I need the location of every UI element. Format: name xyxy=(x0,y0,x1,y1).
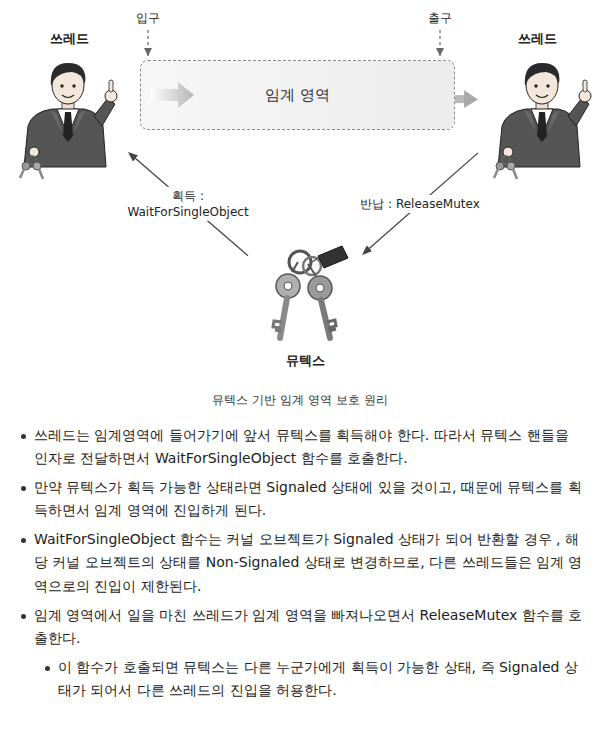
thread-person xyxy=(20,63,117,179)
edge-label: 반납 : ReleaseMutex xyxy=(356,195,484,213)
thread-figure: 쓰레드 xyxy=(478,30,596,172)
bullet-item: WaitForSingleObject 함수는 커널 오브젝트가 Signale… xyxy=(18,528,586,597)
node-label: 쓰레드 xyxy=(518,30,557,48)
bullet-item: 만약 뮤텍스가 획득 가능한 상태라면 Signaled 상태에 있을 것이고,… xyxy=(18,476,586,522)
bullet-list: 쓰레드는 임계영역에 들어가기에 앞서 뮤텍스를 획득해야 한다. 따라서 뮤텍… xyxy=(18,424,586,708)
exit-marker xyxy=(440,30,441,56)
node-label: 임계 영역 xyxy=(265,86,330,105)
bullet-item: 쓰레드는 임계영역에 들어가기에 앞서 뮤텍스를 획득해야 한다. 따라서 뮤텍… xyxy=(18,424,586,470)
flow-arrow xyxy=(455,95,464,103)
thread-person xyxy=(494,63,591,179)
bullet-text: 쓰레드는 임계영역에 들어가기에 앞서 뮤텍스를 획득해야 한다. 따라서 뮤텍… xyxy=(34,424,586,470)
bullet-dot xyxy=(21,614,26,619)
exit-label: 출구 xyxy=(428,10,452,27)
critical-section-band: 임계 영역 xyxy=(140,60,455,130)
figure-caption: 뮤텍스 기반 임계 영역 보호 원리 xyxy=(0,392,600,409)
entrance-label: 입구 xyxy=(136,10,160,27)
edge-label: 획득 : WaitForSingleObject xyxy=(109,187,267,221)
bullet-dot xyxy=(21,538,26,543)
node-label: 뮤텍스 xyxy=(286,352,325,372)
thread-figure: 쓰레드 xyxy=(10,30,128,172)
entrance-marker xyxy=(148,30,149,56)
bullet-item: 임계 영역에서 일을 마친 쓰레드가 임계 영역을 빠져나오면서 Release… xyxy=(18,604,586,650)
mutex-keys: 뮤텍스 xyxy=(248,238,362,372)
bullet-dot xyxy=(21,486,26,491)
node-label: 쓰레드 xyxy=(50,30,89,48)
bullet-text: 이 함수가 호출되면 뮤텍스는 다른 누군가에게 획득이 가능한 상태, 즉 S… xyxy=(58,656,586,702)
mutex-keys-picture xyxy=(273,246,348,338)
bullet-dot xyxy=(21,434,26,439)
bullet-item: 이 함수가 호출되면 뮤텍스는 다른 누군가에게 획득이 가능한 상태, 즉 S… xyxy=(18,656,586,702)
bullet-dot xyxy=(45,666,50,671)
bullet-text: WaitForSingleObject 함수는 커널 오브젝트가 Signale… xyxy=(34,528,586,597)
bullet-text: 임계 영역에서 일을 마친 쓰레드가 임계 영역을 빠져나오면서 Release… xyxy=(34,604,586,650)
bullet-text: 만약 뮤텍스가 획득 가능한 상태라면 Signaled 상태에 있을 것이고,… xyxy=(34,476,586,522)
critical-section-fill xyxy=(141,61,454,129)
